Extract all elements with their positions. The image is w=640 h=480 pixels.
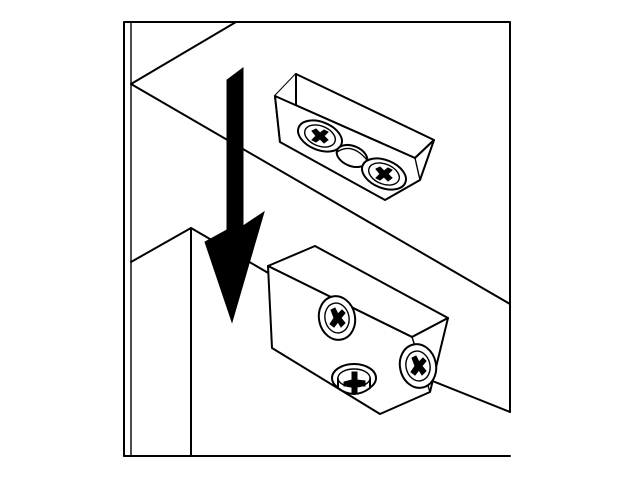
cross-recess-screw-icon xyxy=(398,343,438,389)
cross-recess-screw-icon xyxy=(297,119,343,153)
pan-head-adjustment-screw-icon xyxy=(331,363,377,395)
lower-connector-fitting xyxy=(267,245,449,415)
cross-recess-screw-icon xyxy=(317,295,357,341)
cross-recess-screw-icon xyxy=(361,157,407,191)
cabinet-frame xyxy=(123,21,511,457)
upper-connector-fitting xyxy=(274,73,435,201)
arrow-down-icon xyxy=(204,67,265,324)
